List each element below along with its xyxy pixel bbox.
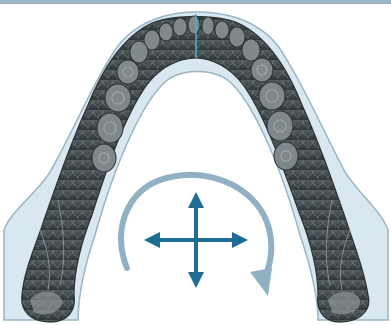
move-cross-icon[interactable] [152,200,240,280]
top-border [0,0,391,4]
